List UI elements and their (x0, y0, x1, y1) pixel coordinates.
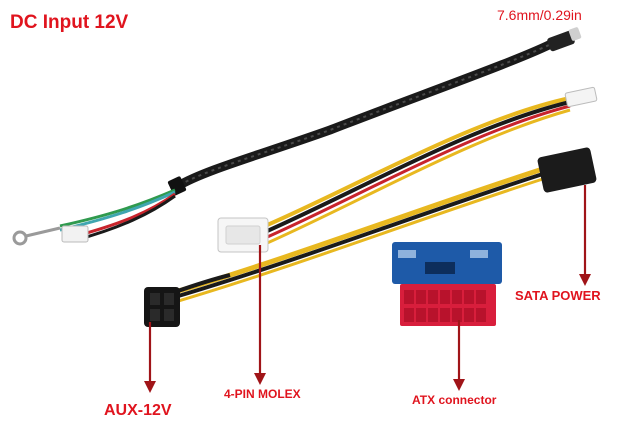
molex-label: 4-PIN MOLEX (224, 387, 301, 401)
molex-cable (217, 86, 598, 253)
dc-input-label: DC Input 12V (10, 12, 129, 33)
atx-module (392, 242, 502, 326)
annotation-arrows (144, 185, 591, 393)
dc-input-cable (12, 27, 582, 246)
aux-12v-label: AUX-12V (104, 402, 172, 419)
dimension-label: 7.6mm/0.29in (497, 7, 582, 23)
aux-connector (144, 273, 231, 327)
sata-power-label: SATA POWER (515, 288, 601, 303)
atx-connector-label: ATX connector (412, 393, 497, 407)
